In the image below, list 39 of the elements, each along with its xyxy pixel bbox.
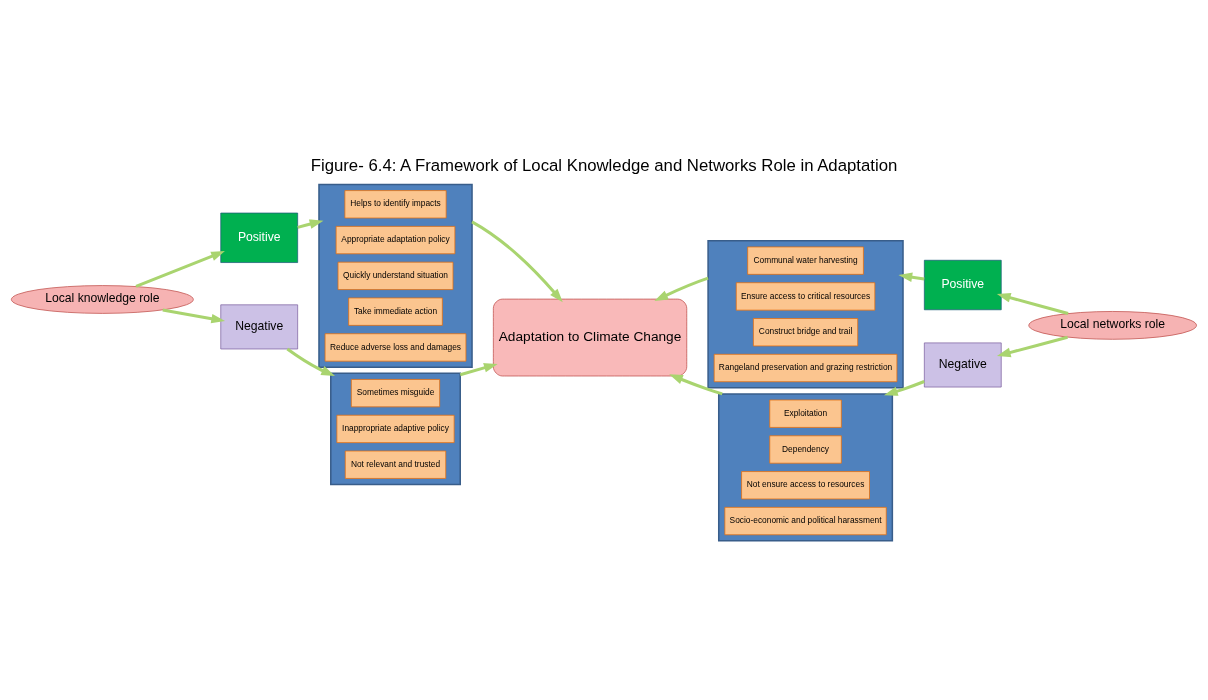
cluster [318, 183, 473, 368]
node-box: Positive [220, 212, 299, 263]
arrow [996, 292, 1069, 315]
arrow [135, 250, 225, 288]
node-box: Appropriate adaptation policy [335, 225, 456, 254]
arrow [286, 347, 335, 376]
node-box: Helps to identify impacts [344, 189, 447, 218]
node-box: Negative [923, 342, 1002, 387]
node-box: Quickly understand situation [337, 261, 454, 290]
node-box: Negative [220, 303, 299, 349]
arrow [883, 379, 925, 396]
node-box: Positive [923, 259, 1002, 310]
node-box: Communal water harvesting [747, 246, 864, 275]
arrow [471, 220, 563, 302]
node-box: Reduce adverse loss and damages [324, 332, 467, 362]
node-box: Ensure access to critical resources [735, 281, 876, 310]
cluster [330, 372, 461, 485]
node-box: Adaptation to Climate Change [492, 298, 688, 376]
node-box: Rangeland preservation and grazing restriction [713, 353, 898, 382]
arrow [297, 218, 324, 229]
arrow [654, 276, 709, 301]
arrow [996, 335, 1068, 357]
node-box: Inappropriate adaptive policy [336, 414, 455, 443]
arrow [162, 308, 226, 323]
node-box: Dependency [769, 434, 842, 464]
node-ellipse: Local networks role [1028, 310, 1197, 340]
node-box: Exploitation [769, 399, 842, 428]
cluster [718, 392, 894, 542]
node-box: Not relevant and trusted [344, 450, 447, 479]
node-box: Not ensure access to resources [741, 470, 870, 499]
node-ellipse: Local knowledge role [10, 284, 194, 314]
node-box: Socio-economic and political harassment [724, 506, 887, 535]
arrow [669, 373, 723, 395]
node-box: Take immediate action [348, 297, 443, 326]
diagram-title: Figure- 6.4: A Framework of Local Knowledge and Networks Role in Adaptation [310, 154, 898, 174]
arrow [459, 362, 498, 376]
cluster [707, 239, 904, 389]
node-box: Construct bridge and trail [753, 317, 859, 346]
node-box: Sometimes misguide [350, 378, 441, 407]
